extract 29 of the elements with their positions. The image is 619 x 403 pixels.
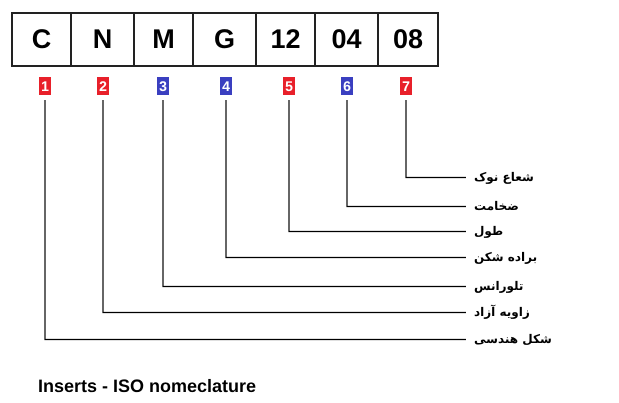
code-cell: N xyxy=(70,12,135,67)
code-cell: G xyxy=(192,12,257,67)
callout-number: 6 xyxy=(341,77,353,95)
callout-number: 2 xyxy=(97,77,109,95)
leader-line xyxy=(405,100,466,178)
callout-number: 7 xyxy=(400,77,412,95)
leader-line xyxy=(44,100,466,340)
term-label: طول xyxy=(472,224,506,239)
callout-number: 1 xyxy=(39,77,51,95)
term-label: ضخامت xyxy=(472,199,521,214)
code-cell: M xyxy=(133,12,194,67)
callout-number: 3 xyxy=(157,77,169,95)
code-cell: 08 xyxy=(377,12,439,67)
callout-number: 5 xyxy=(283,77,295,95)
code-cell: C xyxy=(11,12,72,67)
callout-number: 4 xyxy=(220,77,232,95)
code-cell: 04 xyxy=(314,12,379,67)
leader-line xyxy=(346,100,466,208)
term-label: زاویه آزاد xyxy=(472,305,532,320)
leader-line xyxy=(288,100,466,232)
term-label: براده شکن xyxy=(472,250,540,265)
leader-line xyxy=(162,100,466,288)
term-label: شعاع نوک xyxy=(472,170,536,185)
term-label: تلورانس xyxy=(472,279,526,294)
leader-line xyxy=(102,100,466,314)
term-label: شکل هندسی xyxy=(472,332,554,347)
code-cell: 12 xyxy=(255,12,316,67)
title: Inserts - ISO nomeclature xyxy=(38,376,256,397)
leader-line xyxy=(225,100,466,258)
